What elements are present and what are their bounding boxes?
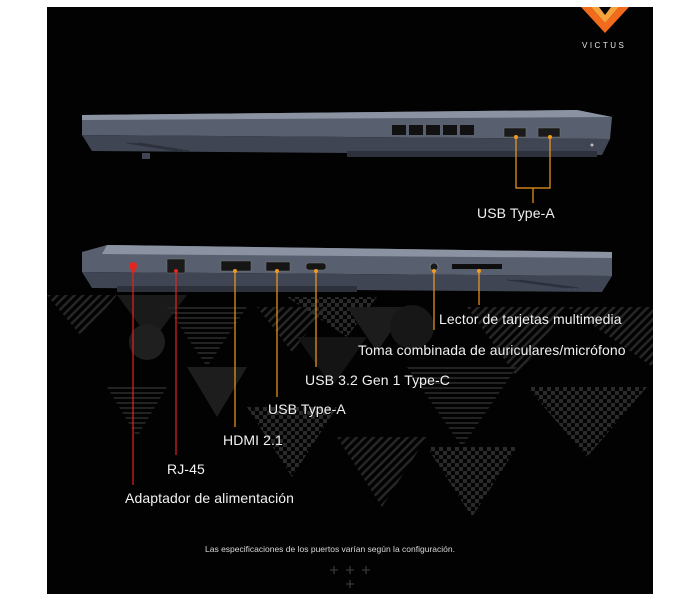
- usb-type-a-left-label: USB Type-A: [268, 401, 346, 417]
- victus-v-logo: [581, 7, 629, 33]
- power-adapter-label: Adaptador de alimentación: [125, 490, 295, 506]
- plus-signs-icon: [330, 566, 370, 588]
- background-pattern: [47, 295, 653, 517]
- rj45-label: RJ-45: [167, 461, 205, 477]
- product-image: VICTUS: [47, 7, 653, 594]
- usb-type-a-top-label: USB Type-A: [477, 205, 555, 221]
- combo-jack-label: Toma combinada de auriculares/micrófono: [358, 342, 626, 358]
- brand-name: VICTUS: [582, 41, 627, 50]
- hdmi-label: HDMI 2.1: [223, 432, 283, 448]
- laptop-right-side-view: [82, 110, 612, 159]
- callout-lines: [131, 135, 552, 485]
- footnote: Las especificaciones de los puertos varí…: [205, 544, 455, 554]
- card-reader-label: Lector de tarjetas multimedia: [439, 311, 622, 327]
- usb-c-label: USB 3.2 Gen 1 Type-C: [305, 372, 450, 388]
